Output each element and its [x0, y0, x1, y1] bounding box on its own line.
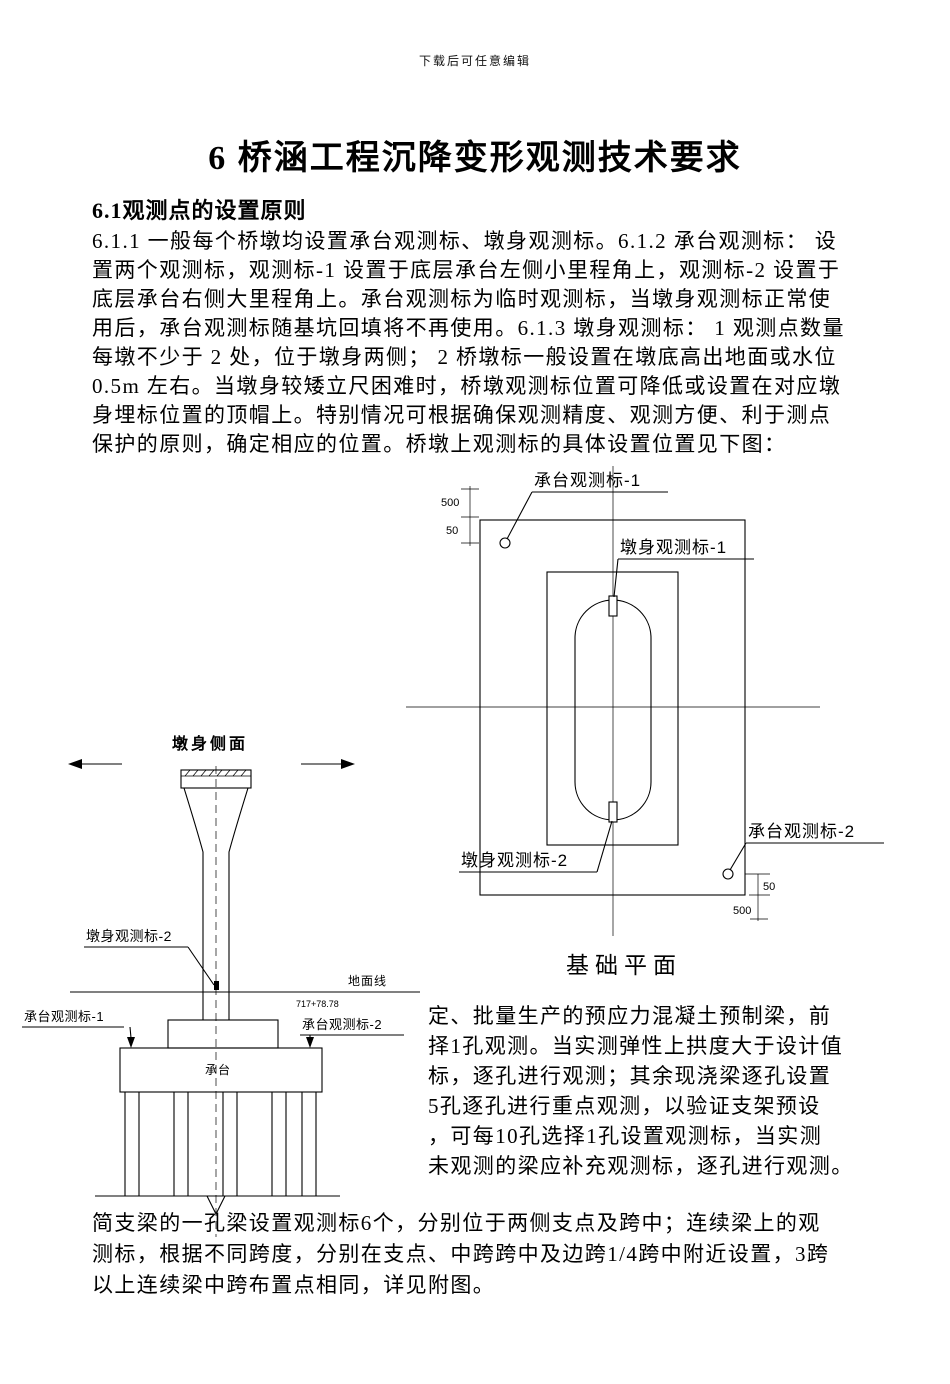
- paragraph-girder-observation: 定、批量生产的预应力混凝土预制梁，前 择1孔观测。当实测弹性上拱度大于设计值 标…: [428, 1001, 868, 1181]
- down-arrow-icon: [127, 1037, 135, 1048]
- paragraph-setup-principles: 6.1.1 一般每个桥墩均设置承台观测标、墩身观测标。6.1.2 承台观测标： …: [92, 227, 864, 459]
- text-line: 5孔逐孔进行重点观测，以验证支架预设: [428, 1094, 821, 1118]
- leader-line: [187, 946, 215, 986]
- ground-line-label: 地面线: [348, 974, 387, 988]
- text-line: 用后，承台观测标随基坑回填将不再使用。6.1.3 墩身观测标： 1 观测点数量: [92, 316, 845, 340]
- leader-line: [129, 1026, 132, 1039]
- leader-line: [729, 842, 747, 871]
- text-line: 以上连续梁中跨布置点相同，详见附图。: [92, 1273, 496, 1297]
- text-line: 身埋标位置的顶帽上。特别情况可根据确保观测精度、观测方便、利于测点: [92, 403, 832, 427]
- elevation-label-cap-mark-2: 承台观测标-2: [302, 1017, 382, 1032]
- break-symbol: [206, 1195, 226, 1216]
- pier-shaft-right-edge: [228, 787, 249, 1020]
- plan-pier-marker-1: [608, 595, 618, 617]
- plan-dim-500-top: 500: [441, 497, 459, 509]
- text-line: 标，逐孔进行观测；其余现浇梁逐孔设置: [428, 1064, 832, 1088]
- plan-label-pier-mark-2: 墩身观测标-2: [461, 851, 568, 870]
- text-line: 0.5m 左右。当墩身较矮立尺困难时，桥墩观测标位置可降低或设置在对应墩: [92, 374, 842, 398]
- text-line: 保护的原则，确定相应的位置。桥墩上观测标的具体设置位置见下图：: [92, 432, 787, 456]
- text-line: 每墩不少于 2 处，位于墩身两侧； 2 桥墩标一般设置在墩底高出地面或水位: [92, 345, 837, 369]
- piles: [124, 1092, 317, 1196]
- plan-label-cap-mark-1: 承台观测标-1: [534, 471, 641, 490]
- text-line: 定、批量生产的预应力混凝土预制梁，前: [428, 1004, 832, 1028]
- pile-cap-label: 承台: [205, 1062, 231, 1077]
- text-line: 择1孔观测。当实测弹性上拱度大于设计值: [428, 1034, 844, 1058]
- elevation-label-pier-mark-2: 墩身观测标-2: [86, 928, 172, 944]
- plan-label-pier-mark-1: 墩身观测标-1: [620, 538, 727, 557]
- right-arrow-icon: [341, 759, 355, 769]
- footing-top-cap: [167, 1019, 279, 1049]
- text-line: 底层承台右侧大里程角上。承台观测标为临时观测标，当墩身观测标正常使: [92, 287, 832, 311]
- text-line: 6.1.1 一般每个桥墩均设置承台观测标、墩身观测标。6.1.2 承台观测标： …: [92, 229, 838, 253]
- text-line: 未观测的梁应补充观测标，逐孔进行观测。: [428, 1154, 854, 1178]
- plan-caption: 基础平面: [566, 952, 682, 978]
- text-line: ，可每10孔选择1孔设置观测标，当实测: [428, 1124, 823, 1148]
- hatching: [184, 769, 247, 777]
- document-title: 6 桥涵工程沉降变形观测技术要求: [208, 140, 742, 177]
- pier-top-cap: [180, 769, 252, 789]
- elevation-pier-marker-2: [214, 981, 219, 990]
- down-arrow-icon: [306, 1037, 314, 1048]
- elevation-view: 墩身侧面 墩身观测标-2 地面线 717+78.78: [22, 734, 420, 1237]
- plan-pier-marker-2: [608, 801, 618, 823]
- plan-view: 承台观测标-1 墩身观测标-1 墩身观测标-2 承台观测标-2 500 50: [406, 466, 884, 978]
- plan-pile-cap-outline: [479, 519, 746, 896]
- paragraph-span-markers: 简支梁的一孔梁设置观测标6个，分别位于两侧支点及跨中；连续梁上的观 测标，根据不…: [92, 1208, 872, 1301]
- plan-dim-50-bottom: 50: [763, 881, 775, 893]
- leader-line: [596, 820, 613, 873]
- leader-line: [506, 491, 533, 540]
- plan-cap-point-1: [499, 537, 511, 549]
- plan-dim-500-bottom: 500: [733, 905, 751, 917]
- leader-line: [613, 558, 619, 598]
- pile-cap: [119, 1047, 323, 1093]
- header-note: 下载后可任意编辑: [418, 54, 531, 68]
- chainage-label: 717+78.78: [296, 999, 339, 1009]
- elevation-label-cap-mark-1: 承台观测标-1: [24, 1009, 104, 1024]
- elevation-title: 墩身侧面: [172, 734, 248, 753]
- left-arrow-icon: [68, 759, 82, 769]
- pier-shaft-left-edge: [183, 787, 204, 1020]
- plan-inner-outline: [546, 571, 679, 846]
- plan-cap-point-2: [722, 868, 734, 880]
- plan-pier-shaft-outline: [574, 599, 652, 821]
- text-line: 置两个观测标，观测标-1 设置于底层承台左侧小里程角上，观测标-2 设置于: [92, 258, 841, 282]
- plan-dim-50-top: 50: [446, 525, 458, 537]
- text-line: 测标，根据不同跨度，分别在支点、中跨跨中及边跨1/4跨中附近设置，3跨: [92, 1242, 830, 1266]
- section-heading: 6.1观测点的设置原则: [92, 198, 307, 223]
- text-line: 简支梁的一孔梁设置观测标6个，分别位于两侧支点及跨中；连续梁上的观: [92, 1211, 821, 1235]
- plan-label-cap-mark-2: 承台观测标-2: [748, 822, 855, 841]
